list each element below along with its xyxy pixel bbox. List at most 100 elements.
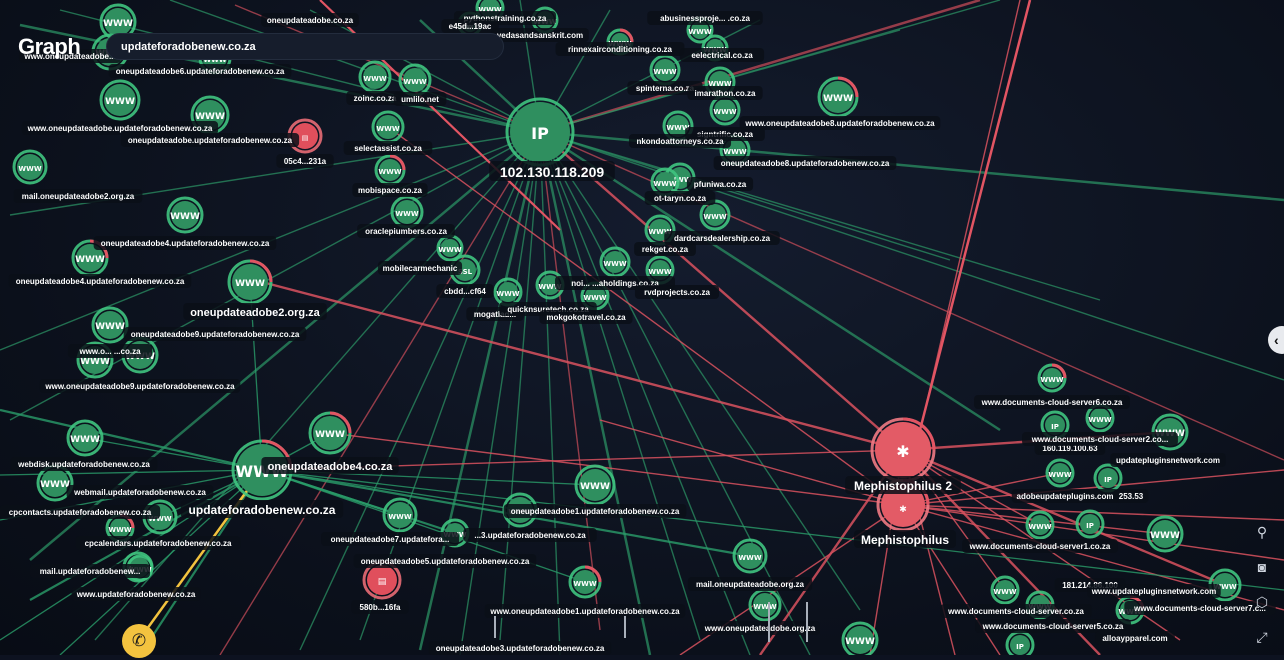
globe-icon: WWW [653, 68, 676, 76]
graph-node-ip[interactable]: IP [1093, 463, 1123, 493]
svg-text:updatepluginsnetwork.com: updatepluginsnetwork.com [1116, 456, 1220, 465]
graph-node-domain[interactable]: WWW [574, 464, 616, 506]
svg-text:05c4...231a: 05c4...231a [284, 157, 327, 166]
globe-icon: WWW [75, 255, 105, 265]
svg-text:rvdprojects.co.za: rvdprojects.co.za [644, 288, 710, 297]
graph-node-ip[interactable]: IP [1075, 509, 1105, 539]
node-label: cbdd...cf64 [436, 284, 494, 298]
graph-node-domain[interactable]: WWW [12, 149, 48, 185]
page-title: Graph [18, 34, 81, 59]
globe-icon: WWW [376, 125, 399, 133]
globe-icon: WWW [573, 580, 596, 588]
document-icon: ▤ [378, 577, 387, 587]
globe-icon: WWW [666, 124, 689, 132]
graph-edge [902, 469, 1284, 506]
globe-icon: WWW [478, 6, 501, 14]
graph-node-domain[interactable]: WWW [649, 54, 681, 86]
graph-node-domain[interactable]: WWW [699, 199, 731, 231]
graph-edge [29, 469, 263, 601]
scroll-handle[interactable] [768, 602, 808, 642]
svg-text:eelectrical.co.za: eelectrical.co.za [691, 51, 753, 60]
graph-node-domain[interactable]: WWW [390, 195, 424, 229]
graph-node-domain[interactable]: WWW [382, 497, 418, 533]
node-label: www.oneupdateadobe8.updateforadobenew.co… [739, 116, 941, 130]
globe-icon: WWW [538, 283, 561, 291]
graph-edge [299, 131, 541, 651]
graph-node-domain[interactable]: WWW [990, 575, 1020, 605]
graph-node-domain[interactable]: WWW [1146, 515, 1184, 553]
globe-icon: WWW [845, 637, 875, 647]
svg-text:oneupdateadobe4.co.za: oneupdateadobe4.co.za [268, 461, 394, 473]
graph-node-domain[interactable]: WWW [1037, 363, 1067, 393]
node-label: ...3.updateforadobenew.co.za [463, 528, 597, 542]
graph-edge [329, 432, 904, 506]
graph-node-ip[interactable]: IP [1005, 630, 1035, 655]
graph-node-domain[interactable]: WWW [841, 621, 879, 655]
ip-icon: IP [1016, 643, 1024, 651]
node-label: oraclepiumbers.co.za [357, 224, 455, 238]
scroll-handle[interactable] [494, 616, 626, 638]
graph-edge [0, 469, 263, 476]
main-node-label: oneupdateadobe4.co.za [261, 457, 399, 474]
malware-node[interactable]: ✱ [870, 417, 936, 483]
graph-node-domain[interactable]: WWW [166, 196, 204, 234]
graph-node-domain[interactable]: WWW [1045, 458, 1075, 488]
graph-edge [539, 0, 981, 134]
node-label: mail.oneupdateadobe2.org.za [13, 189, 143, 203]
globe-icon: WWW [80, 357, 110, 367]
graph-node-domain[interactable]: WWW [817, 76, 859, 118]
graph-node-domain[interactable]: WWW [66, 419, 104, 457]
graph-node-domain[interactable]: WWW [374, 154, 406, 186]
collapse-panel-button[interactable]: ‹ [1268, 326, 1284, 354]
graph-node-domain[interactable]: WWW [99, 79, 141, 121]
svg-text:ot-taryn.co.za: ot-taryn.co.za [654, 194, 707, 203]
globe-icon: WWW [1213, 583, 1236, 591]
svg-text:www.oneupdateadobe8.updatefora: www.oneupdateadobe8.updateforadobenew.co… [744, 119, 935, 128]
graph-node-domain[interactable]: WWW [91, 306, 129, 344]
search-input[interactable]: updateforadobenew.co.za [106, 33, 504, 60]
node-label: oneupdateadobe8.updateforadobenew.co.za [713, 156, 897, 170]
node-label: oneupdateadobe7.updatefora... [321, 532, 459, 546]
graph-node-domain[interactable]: WWW [1025, 510, 1055, 540]
svg-text:umlilo.net: umlilo.net [401, 95, 439, 104]
graph-edge [902, 448, 1226, 587]
svg-text:mobilecarmechanic: mobilecarmechanic [383, 264, 458, 273]
phone-icon[interactable]: ✆ [122, 624, 156, 658]
svg-text:oneupdateadobe5.updateforadobe: oneupdateadobe5.updateforadobenew.co.za [361, 557, 530, 566]
node-label: umlilo.net [393, 92, 447, 106]
graph-node-domain[interactable]: WWW [568, 565, 602, 599]
graph-node-domain[interactable]: WWW [709, 94, 741, 126]
node-label: imarathon.co.za [687, 86, 763, 100]
globe-icon: WWW [395, 210, 418, 218]
globe-icon: WWW [1088, 416, 1111, 424]
globe-icon: WWW [70, 435, 100, 445]
graph-node-domain[interactable]: WWW [599, 246, 631, 278]
domain-node[interactable]: WWW [308, 411, 352, 455]
location-pin-icon[interactable]: ⚲ [1256, 523, 1268, 540]
graph-edge [387, 126, 904, 506]
globe-icon: WWW [18, 165, 41, 173]
ip-node[interactable]: IP [505, 97, 575, 167]
node-label: dardcarsdealership.co.za [664, 231, 780, 245]
expand-icon[interactable]: ⤢ [1256, 628, 1268, 645]
cube-icon[interactable]: ⬡ [1255, 593, 1269, 610]
globe-icon: WWW [496, 290, 519, 298]
svg-text:imarathon.co.za: imarathon.co.za [695, 89, 756, 98]
globe-icon: WWW [1150, 531, 1180, 541]
graph-node-domain[interactable]: WWW [662, 110, 694, 142]
graph-edge [539, 0, 1001, 133]
node-label: rvdprojects.co.za [634, 285, 720, 299]
graph-edge [539, 130, 1001, 432]
graph-node-domain[interactable]: WWW [371, 110, 405, 144]
graph-node-domain[interactable]: WWW [398, 63, 432, 97]
graph-node-domain[interactable]: WWW [732, 538, 768, 574]
domain-node[interactable]: WWW [227, 259, 273, 305]
graph-edge [539, 131, 1101, 301]
graph-node-domain[interactable]: WWW [358, 60, 392, 94]
svg-text:oneupdateadobe.co.za: oneupdateadobe.co.za [267, 16, 354, 25]
graph-edge [902, 472, 1061, 506]
graph-node-domain[interactable]: WWW [493, 277, 523, 307]
camera-icon[interactable]: ◙ [1257, 559, 1267, 575]
